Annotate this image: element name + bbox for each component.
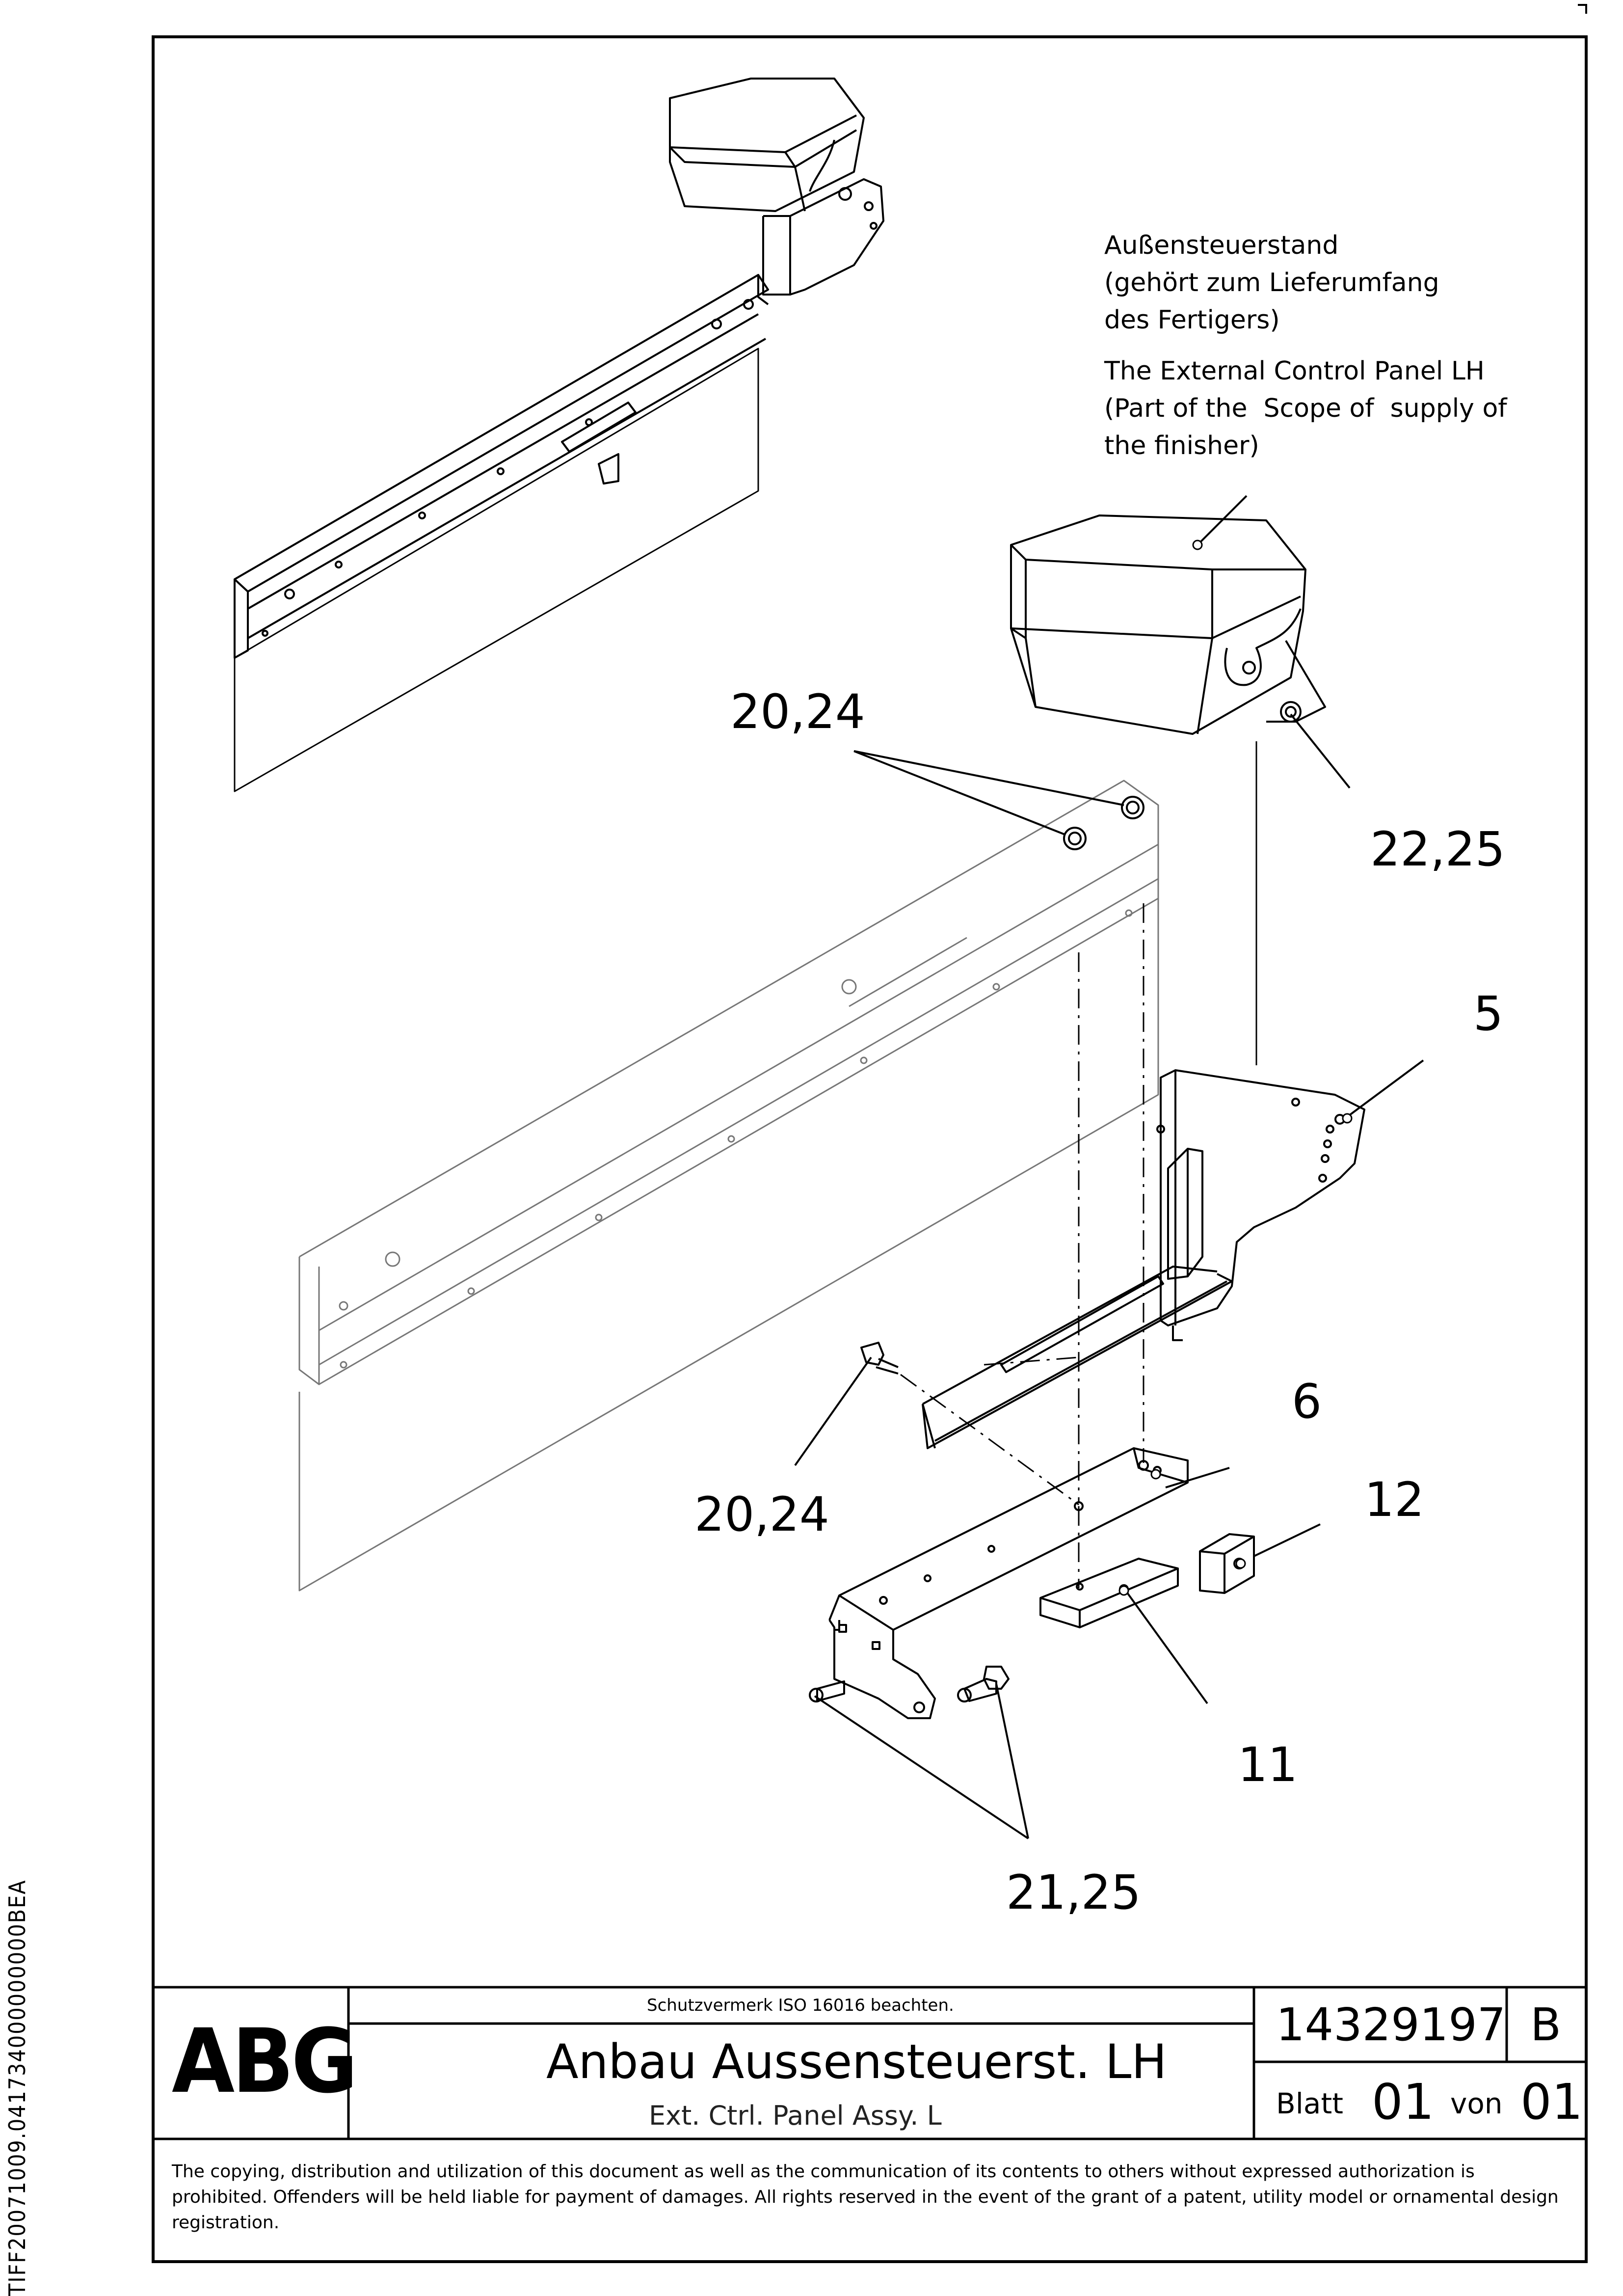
- mud-flap: [298, 780, 1159, 1592]
- sheet-label: Blatt: [1276, 2087, 1343, 2120]
- note-en: The External Control Panel LH (Part of t…: [1104, 356, 1507, 460]
- overview-assembly: [234, 78, 884, 792]
- slotted-channel: [922, 1266, 1233, 1449]
- protection-note: Schutzvermerk ISO 16016 beachten.: [647, 1996, 954, 2015]
- callout-11: 11: [1238, 1737, 1298, 1792]
- overview-control-box: [669, 78, 865, 212]
- overview-rail: [234, 274, 769, 593]
- callout-6: 6: [1292, 1374, 1322, 1429]
- bolt-left: [860, 1342, 899, 1375]
- note-de: Außensteuerstand (gehört zum Lieferumfan…: [1104, 231, 1439, 335]
- title-en: Ext. Ctrl. Panel Assy. L: [649, 2100, 942, 2131]
- title-de: Anbau Aussensteuerst. LH: [546, 2034, 1167, 2089]
- callout-21-25: 21,25: [1006, 1865, 1141, 1920]
- copyright-notice: The copying, distribution and utilizatio…: [172, 2161, 1559, 2233]
- sheet-number: 01: [1372, 2073, 1435, 2131]
- revision: B: [1530, 1999, 1562, 2051]
- exploded-assembly: [298, 514, 1365, 1719]
- pin-left: [809, 1680, 845, 1702]
- drawing-number: 14329197: [1276, 1999, 1506, 2051]
- side-code: TIFF20071009.041734000000000BEA: [4, 1879, 30, 2296]
- rail-bolts: [1063, 796, 1144, 850]
- assembly-lines: [900, 903, 1144, 1588]
- pin-right: [957, 1666, 1010, 1702]
- of-label: von: [1450, 2087, 1503, 2120]
- callout-5: 5: [1473, 986, 1504, 1041]
- bracket-5: [1156, 1069, 1365, 1341]
- sheets-total: 01: [1520, 2073, 1583, 2131]
- leader-dots: [1118, 540, 1353, 1596]
- callout-12: 12: [1364, 1472, 1425, 1527]
- overview-post: [762, 216, 791, 296]
- control-box: [1010, 514, 1326, 735]
- logo: ABG: [172, 2010, 358, 2113]
- title-block: [153, 1986, 1586, 2140]
- overview-flap-plate: [234, 348, 759, 792]
- spacer-11: [1039, 1558, 1179, 1628]
- plate-6: [828, 1447, 1189, 1719]
- callout-22-25: 22,25: [1370, 822, 1505, 877]
- leader-lines: [794, 495, 1424, 1839]
- drawing-frame: [152, 35, 1588, 2263]
- corner-mark: [1578, 4, 1587, 14]
- callout-20-24-top: 20,24: [730, 684, 865, 739]
- block-12: [1199, 1533, 1255, 1594]
- callout-20-24-bottom: 20,24: [694, 1487, 829, 1542]
